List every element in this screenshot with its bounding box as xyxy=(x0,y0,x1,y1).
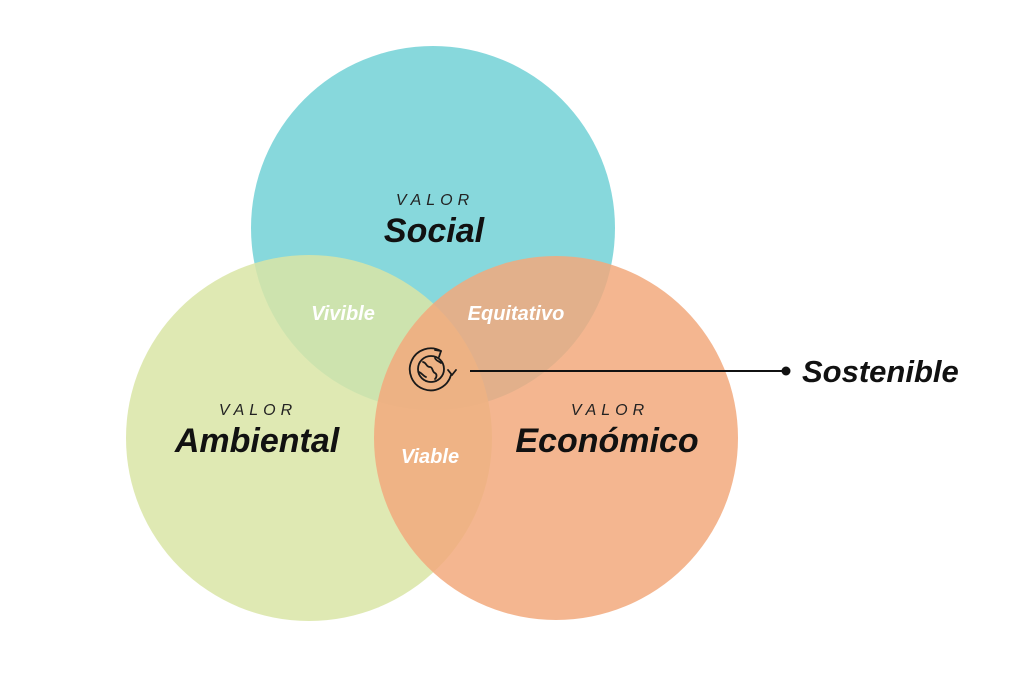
globe-cycle-icon xyxy=(408,347,457,392)
sostenible-label: Sostenible xyxy=(802,354,959,389)
economico-title: Económico xyxy=(515,422,698,460)
ambiental-title: Ambiental xyxy=(174,422,341,460)
social-eyebrow: VALOR xyxy=(396,192,474,209)
overlap-viable: Viable xyxy=(401,446,459,468)
callout-dot xyxy=(781,366,791,376)
economico-eyebrow: VALOR xyxy=(571,402,649,419)
economico-circle xyxy=(374,256,738,620)
overlap-vivible: Vivible xyxy=(311,303,375,325)
ambiental-eyebrow: VALOR xyxy=(219,402,297,419)
social-title: Social xyxy=(384,212,486,250)
overlap-equitativo: Equitativo xyxy=(468,303,565,325)
